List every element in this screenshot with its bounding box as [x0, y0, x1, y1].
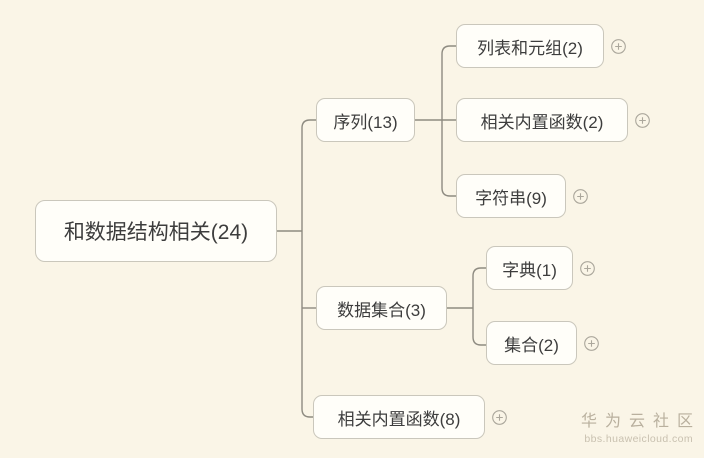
- expand-icon[interactable]: [580, 261, 595, 276]
- expand-icon[interactable]: [584, 336, 599, 351]
- expand-icon[interactable]: [611, 39, 626, 54]
- watermark-title: 华为云社区: [580, 412, 701, 430]
- expand-icon[interactable]: [573, 189, 588, 204]
- mindmap-node-list-tuple[interactable]: 列表和元组(2): [456, 24, 604, 68]
- expand-icon[interactable]: [492, 410, 507, 425]
- mindmap-node-set[interactable]: 集合(2): [486, 321, 577, 365]
- edge-trunk-level1: [301, 119, 316, 418]
- watermark: 华为云社区 bbs.huaweicloud.com: [581, 412, 693, 446]
- mindmap-node-root[interactable]: 和数据结构相关(24): [35, 200, 277, 262]
- mindmap-node-builtin-func-8[interactable]: 相关内置函数(8): [313, 395, 485, 439]
- watermark-url: bbs.huaweicloud.com: [584, 432, 693, 445]
- mindmap-node-builtin-func-2[interactable]: 相关内置函数(2): [456, 98, 628, 142]
- expand-icon[interactable]: [635, 113, 650, 128]
- mindmap-node-dict[interactable]: 字典(1): [486, 246, 573, 290]
- mindmap-node-sequence[interactable]: 序列(13): [316, 98, 415, 142]
- edge-trunk-sequence-children: [441, 45, 456, 197]
- mindmap-node-string[interactable]: 字符串(9): [456, 174, 566, 218]
- edge-trunk-datacollection-children: [472, 267, 486, 346]
- mindmap-node-data-collection[interactable]: 数据集合(3): [316, 286, 447, 330]
